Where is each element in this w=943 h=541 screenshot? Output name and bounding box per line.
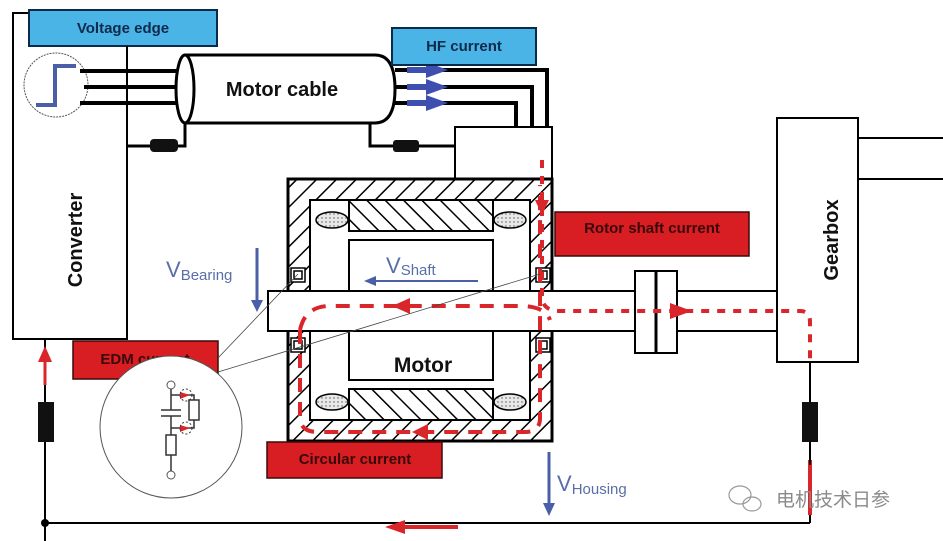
wechat-icon (728, 485, 762, 512)
ferrite-choke-icon (393, 140, 419, 152)
svg-text:VHousing: VHousing (557, 471, 627, 498)
voltage-edge-label: Voltage edge (77, 20, 169, 37)
ferrite-choke-icon (38, 402, 54, 442)
terminal-box (454, 126, 553, 180)
voltage-edge-label-box: Voltage edge (28, 9, 218, 47)
ground-return-wires (38, 339, 818, 541)
ferrite-choke-icon (802, 402, 818, 442)
equivalent-circuit-icon (99, 355, 243, 499)
v-housing-annotation: VHousing (543, 452, 627, 516)
rotor-shaft-current-label: Rotor shaft current (584, 220, 720, 237)
motor-label: Motor (394, 354, 452, 377)
gearbox-box: Gearbox (776, 117, 943, 363)
phase-wires (80, 69, 185, 105)
arrow-left-icon (385, 520, 405, 534)
v-shaft-annotation: VShaft (364, 253, 478, 286)
motor-cable: Motor cable (174, 53, 397, 125)
ferrite-choke-icon (150, 139, 178, 152)
circular-current-label: Circular current (299, 451, 412, 468)
svg-text:VBearing: VBearing (166, 257, 232, 284)
svg-text:VShaft: VShaft (386, 253, 437, 279)
hf-current-label: HF current (426, 38, 502, 55)
arrow-up-icon (38, 346, 52, 362)
circular-current-label-box: Circular current (266, 441, 443, 479)
motor-cable-label: Motor cable (226, 79, 338, 101)
converter-label: Converter (65, 193, 87, 288)
junction-dot (41, 519, 49, 527)
svg-text:电机技术日参: 电机技术日参 (776, 489, 890, 511)
current-direction-arrows (392, 200, 692, 440)
watermark: 电机技术日参 (728, 485, 890, 512)
arrow-down-icon (251, 300, 263, 312)
hf-current-arrow-icon (407, 62, 448, 111)
hf-current-label-box: HF current (391, 27, 537, 66)
v-bearing-annotation: VBearing (166, 248, 263, 312)
step-voltage-icon (23, 52, 89, 118)
rotor-shaft-current-label-box: Rotor shaft current (554, 211, 750, 257)
gearbox-label: Gearbox (821, 199, 843, 280)
arrow-down-icon (543, 503, 555, 516)
arrow-left-icon (364, 276, 376, 286)
